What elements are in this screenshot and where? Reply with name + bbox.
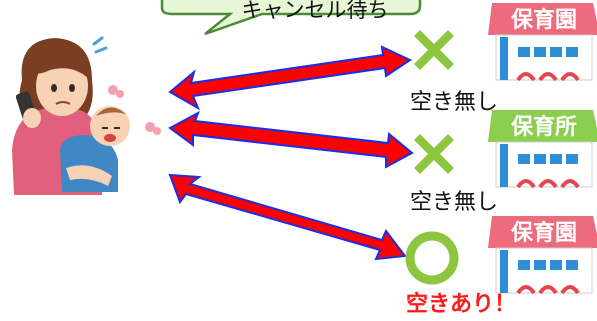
facility-sign-3: 保育園 [510,220,577,246]
speech-bubble-text: キャンセル待ち [241,0,389,22]
nursery-building-3: 保育園 [488,216,597,295]
arrow-row-3 [168,173,407,261]
facility-sign-2: 保育所 [510,114,577,140]
nursery-building-2: 保育所 [488,110,597,189]
cross-icon [414,30,454,70]
arrow-row-1 [168,45,413,111]
facility-sign-1: 保育園 [510,7,577,33]
mother-with-baby-illustration [12,36,161,195]
nursery-building-1: 保育園 [488,3,597,82]
status-label-3: 空きあり！ [406,292,517,317]
arrow-row-2 [168,110,414,169]
status-label-1: 空き無し [410,90,499,115]
circle-icon [405,231,459,285]
speech-bubble [160,0,422,36]
cross-icon [414,134,454,174]
status-label-2: 空き無し [410,190,499,215]
